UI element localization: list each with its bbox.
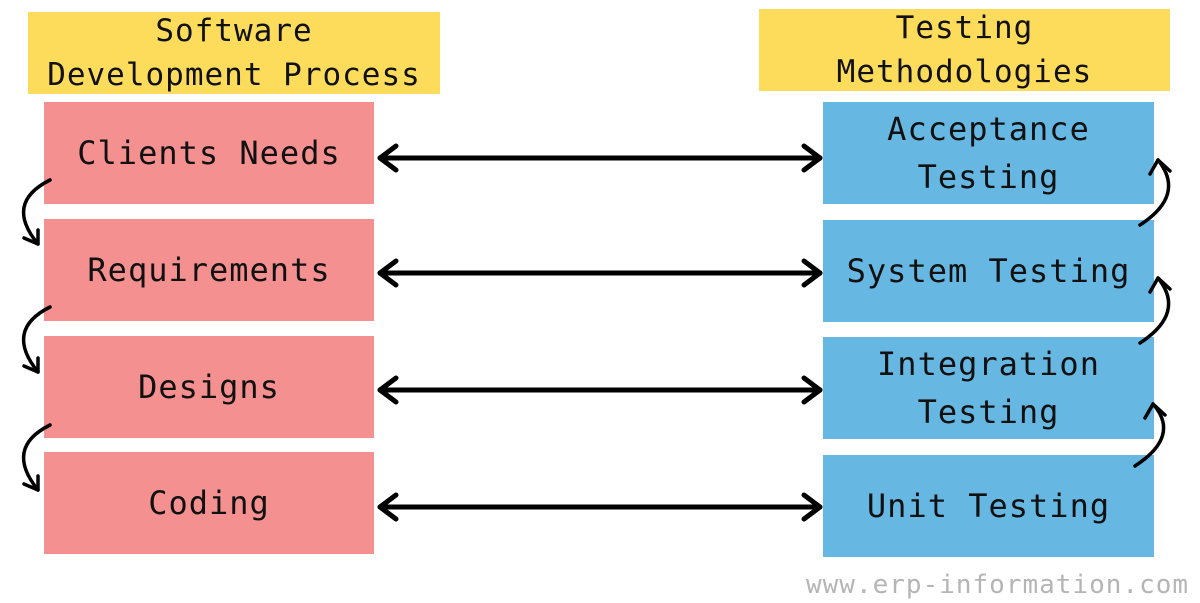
process-label: Designs (138, 368, 280, 406)
curved-arrow-right-3 (1133, 402, 1167, 468)
testing-label-line-2: Testing (917, 393, 1060, 431)
testing-label-line-2: Testing (917, 158, 1060, 196)
testing-box-unit: Unit Testing (823, 455, 1154, 557)
curved-arrow-left-3 (21, 423, 52, 492)
header-software-development-process: Software Development Process (28, 12, 440, 94)
process-box-requirements: Requirements (44, 219, 374, 321)
testing-label: Unit Testing (866, 487, 1111, 525)
process-box-designs: Designs (44, 336, 374, 438)
process-label: Coding (148, 484, 270, 522)
header-right-line-1: Testing (895, 10, 1034, 46)
curved-arrow-right-1 (1138, 158, 1172, 227)
double-arrow-clients-acceptance (377, 143, 823, 173)
footer-url: www.erp-information.com (806, 570, 1190, 600)
process-label: Clients Needs (77, 134, 341, 172)
testing-box-system: System Testing (823, 220, 1154, 322)
header-testing-methodologies: Testing Methodologies (759, 9, 1170, 91)
header-right-line-2: Methodologies (836, 54, 1093, 90)
double-arrow-designs-integration (377, 375, 823, 405)
header-left-line-2: Development Process (47, 57, 421, 93)
double-arrow-coding-unit (377, 492, 823, 522)
testing-box-acceptance: Acceptance Testing (823, 102, 1154, 204)
curved-arrow-left-2 (21, 305, 52, 374)
testing-box-integration: Integration Testing (823, 337, 1154, 439)
double-arrow-requirements-system (377, 258, 823, 288)
process-box-clients-needs: Clients Needs (44, 102, 374, 204)
process-box-coding: Coding (44, 452, 374, 554)
testing-label: System Testing (846, 252, 1131, 290)
process-label: Requirements (87, 251, 331, 289)
curved-arrow-left-1 (21, 178, 52, 246)
testing-label-line-1: Integration (877, 345, 1100, 383)
testing-label-line-1: Acceptance (887, 110, 1090, 148)
header-left-line-1: Software (155, 13, 313, 49)
curved-arrow-right-2 (1138, 276, 1172, 345)
